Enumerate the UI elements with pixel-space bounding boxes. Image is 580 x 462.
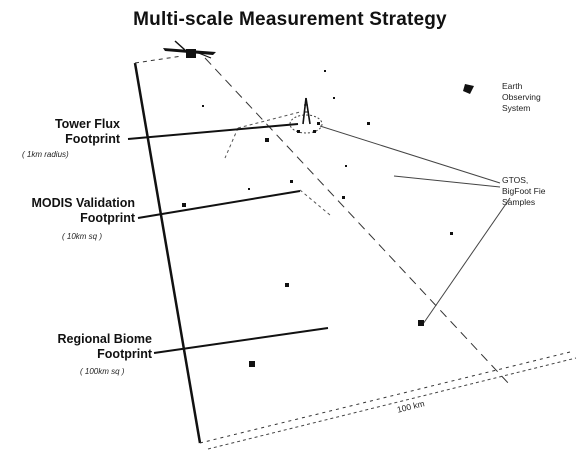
sample-marker xyxy=(265,138,269,142)
sample-marker xyxy=(317,122,320,125)
tower-flux-size: ( 1km radius) xyxy=(22,150,69,159)
sample-marker xyxy=(285,283,289,287)
regional-footprint-bottom-edge xyxy=(199,351,571,444)
modis-validation-label: MODIS Validation Footprint xyxy=(0,196,136,226)
sample-marker xyxy=(202,105,204,107)
sample-marker xyxy=(324,70,326,72)
tower-flux-label-line2: Footprint xyxy=(65,132,120,146)
earth-observing-system-label: Earth Observing System xyxy=(502,81,541,114)
scale-dimension-line xyxy=(207,357,577,450)
samples-pointer-2 xyxy=(393,175,501,188)
sample-marker xyxy=(333,97,335,99)
field-samples-label: GTOS, BigFoot Fie Samples xyxy=(502,175,545,208)
eos-label-line2: Observing xyxy=(502,92,541,102)
sample-marker xyxy=(248,188,250,190)
eos-label-line1: Earth xyxy=(502,81,523,91)
samples-label-line1: GTOS, xyxy=(502,175,529,185)
sample-marker xyxy=(367,122,370,125)
samples-label-line2: BigFoot Fie xyxy=(502,186,546,196)
regional-footprint-top-edge xyxy=(134,55,183,64)
sample-marker xyxy=(297,130,300,133)
sample-marker xyxy=(345,165,347,167)
samples-label-line3: Samples xyxy=(502,197,536,207)
eos-label-line3: System xyxy=(502,103,531,113)
regional-biome-label-line2: Footprint xyxy=(97,347,152,361)
modis-box-bottom-right xyxy=(299,189,331,216)
tower-flux-footprint-circle xyxy=(289,114,323,134)
regional-footprint-left-edge xyxy=(133,62,202,444)
modis-pointer xyxy=(137,190,301,219)
samples-pointer-3 xyxy=(422,197,511,325)
regional-biome-label-line1: Regional Biome xyxy=(57,332,152,346)
tower-flux-pointer xyxy=(127,123,299,140)
aircraft-icon xyxy=(163,40,216,59)
regional-biome-pointer xyxy=(153,327,329,354)
sample-markers xyxy=(182,70,453,367)
regional-biome-label: Regional Biome Footprint xyxy=(0,332,152,362)
modis-validation-label-line2: Footprint xyxy=(80,211,135,225)
modis-box-left xyxy=(224,127,239,159)
sample-marker xyxy=(182,203,186,207)
regional-footprint-right-edge xyxy=(204,57,511,386)
tower-flux-label: Tower Flux Footprint xyxy=(0,117,120,147)
sample-marker xyxy=(313,130,316,133)
satellite-icon xyxy=(463,84,474,94)
sample-marker xyxy=(290,180,293,183)
sample-marker xyxy=(418,320,424,326)
modis-validation-label-line1: MODIS Validation xyxy=(31,196,136,210)
modis-validation-size: ( 10km sq ) xyxy=(62,232,103,241)
tower-flux-label-line1: Tower Flux xyxy=(54,117,120,131)
sample-marker xyxy=(450,232,453,235)
samples-pointer-1 xyxy=(319,125,501,184)
sample-marker xyxy=(249,361,255,367)
page-title: Multi-scale Measurement Strategy xyxy=(133,9,447,30)
flux-tower-icon xyxy=(302,97,311,125)
regional-biome-size: ( 100km sq ) xyxy=(80,367,125,376)
sample-marker xyxy=(342,196,345,199)
modis-box-top xyxy=(237,111,301,129)
